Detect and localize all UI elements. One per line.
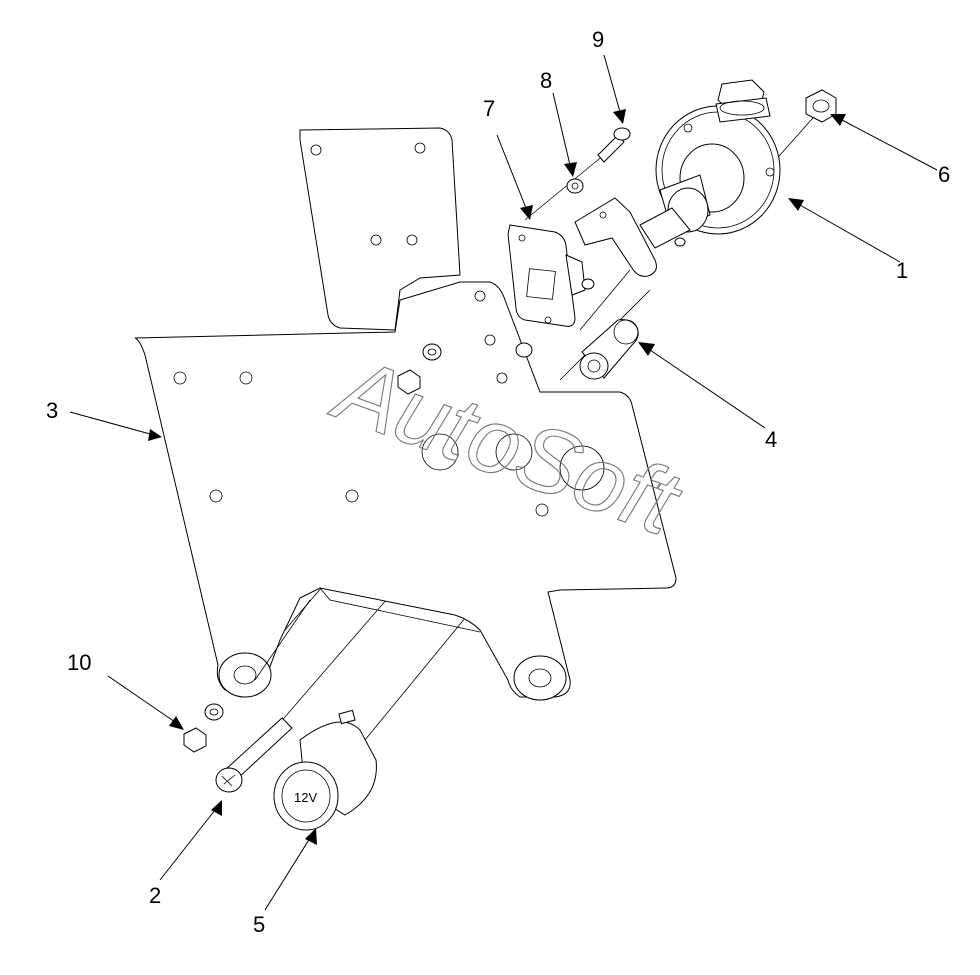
nut-and-washer-10 (183, 703, 224, 753)
washer-8 (566, 178, 584, 194)
micro-switch (507, 224, 586, 327)
callout-7: 7 (483, 96, 495, 121)
small-fasteners (397, 237, 686, 395)
callout-3: 3 (46, 398, 58, 423)
mounting-bracket-plate (134, 127, 677, 701)
callout-2: 2 (149, 883, 161, 908)
callout-5: 5 (253, 912, 265, 937)
callout-1: 1 (896, 258, 908, 283)
callout-labels: 1 2 3 4 5 6 7 8 9 10 (46, 27, 950, 937)
hex-nut-6 (805, 89, 837, 123)
callout-8: 8 (540, 68, 552, 93)
long-bolt (215, 717, 293, 793)
spacer-sleeve (579, 319, 639, 380)
callout-leaders (69, 54, 938, 911)
power-socket-12v: 12V (273, 709, 377, 831)
callout-10: 10 (67, 650, 91, 675)
screw-9 (597, 127, 631, 163)
callout-4: 4 (765, 427, 777, 452)
switch-unit (574, 79, 781, 277)
socket-marking: 12V (294, 790, 317, 805)
callout-9: 9 (592, 27, 604, 52)
callout-6: 6 (938, 162, 950, 187)
